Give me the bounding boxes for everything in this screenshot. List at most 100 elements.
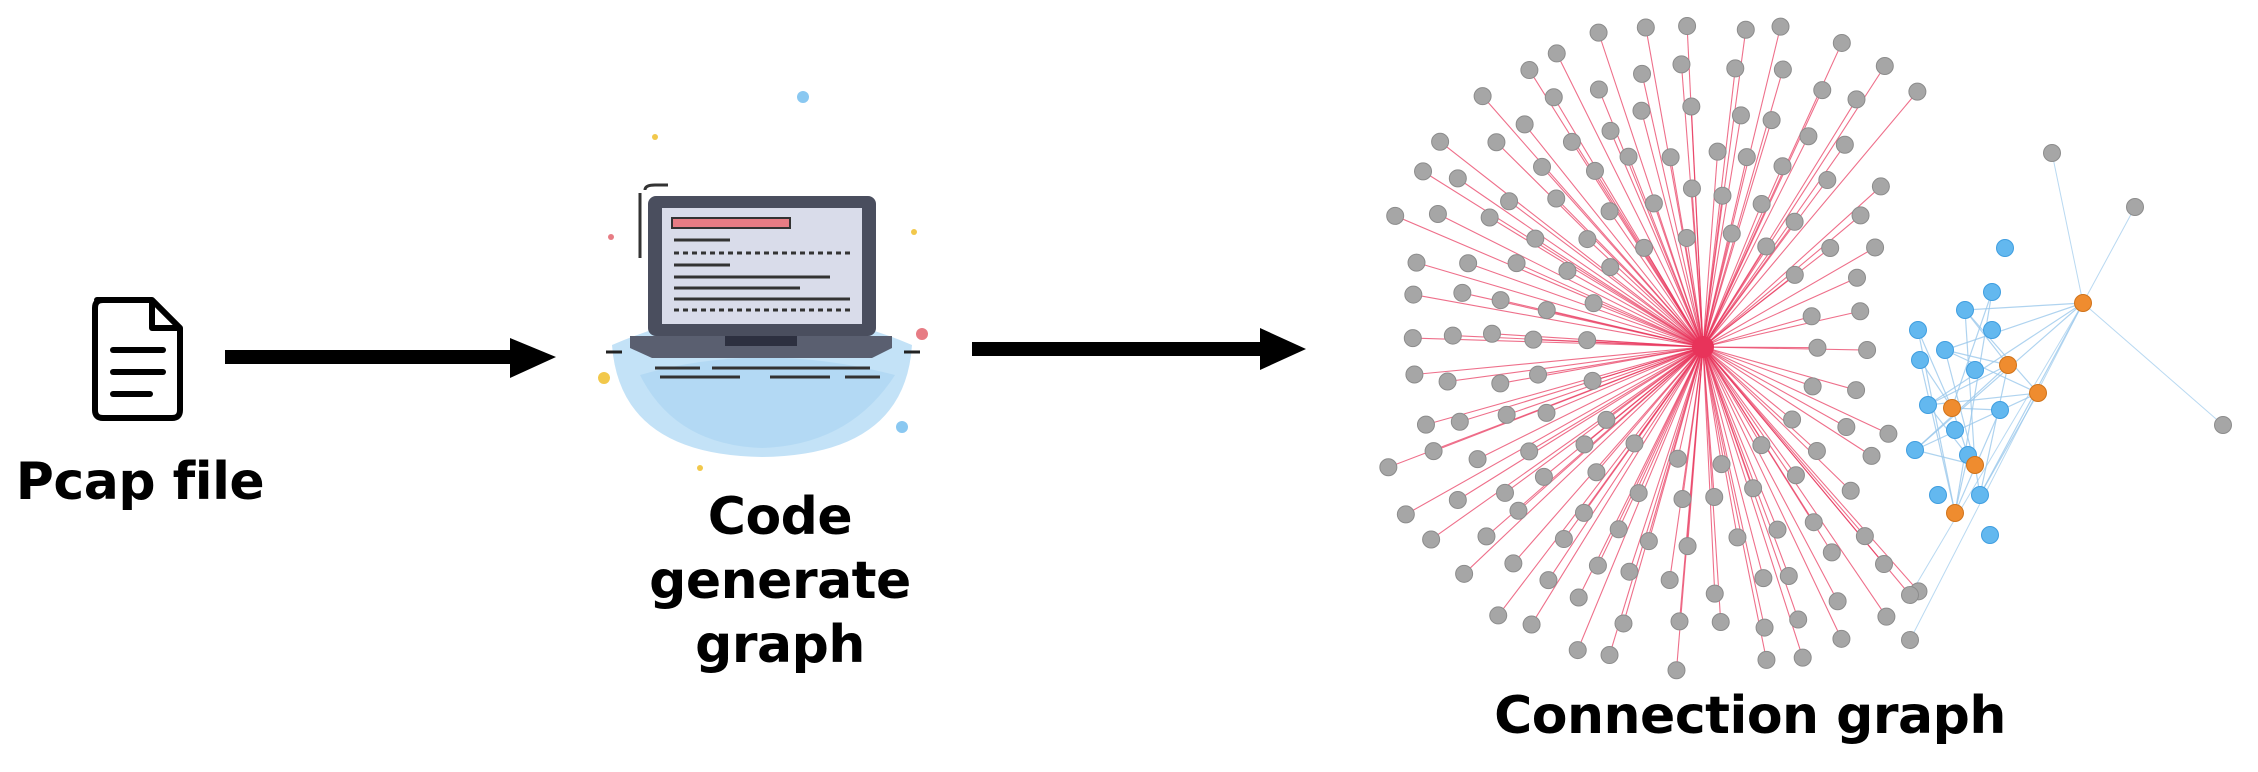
hub-edge — [1643, 247, 1704, 348]
hub-edge — [1702, 346, 1889, 435]
secondary-edge — [2051, 152, 2084, 304]
host-node — [1520, 442, 1539, 461]
graph-nodes — [1379, 17, 2232, 680]
host-node — [1450, 412, 1469, 431]
host-node — [1799, 127, 1818, 146]
host-node — [1632, 101, 1651, 120]
hub-node — [1692, 336, 1714, 358]
hub-edge — [1556, 53, 1704, 348]
host-node — [1877, 607, 1896, 626]
hub-edge — [1405, 346, 1704, 515]
hub-edge — [1702, 203, 1763, 348]
host-node — [1783, 410, 1802, 429]
secondary-edge — [1979, 364, 2009, 496]
host-node — [1785, 212, 1804, 231]
arrow-2 — [972, 328, 1306, 370]
hub-edge — [1641, 73, 1704, 348]
host-node — [1453, 283, 1472, 302]
host-node — [1473, 87, 1492, 106]
host-node — [1468, 450, 1487, 469]
hub-edge — [1595, 346, 1704, 473]
blue-node — [1929, 486, 1947, 504]
hub-edge — [1439, 141, 1704, 348]
hub-edge — [1702, 346, 1872, 457]
secondary-edge — [2082, 206, 2136, 304]
host-node — [1828, 592, 1847, 611]
blue-node — [1956, 301, 1974, 319]
hub-edge — [1702, 346, 1767, 661]
host-node — [1497, 405, 1516, 424]
hub-edge — [1702, 346, 1818, 452]
host-node — [1789, 610, 1808, 629]
hub-edge — [1547, 346, 1704, 581]
host-node — [1544, 88, 1563, 107]
host-node — [1661, 148, 1680, 167]
host-node — [1660, 571, 1679, 590]
pcap-file-label: Pcap file — [15, 452, 265, 512]
secondary-edge — [1944, 302, 2084, 351]
host-node — [1832, 629, 1851, 648]
host-node — [1837, 418, 1856, 437]
host-node — [1500, 192, 1519, 211]
secondary-edge — [1909, 302, 2084, 596]
host-node — [1636, 18, 1655, 37]
host-node — [1520, 61, 1539, 80]
host-node — [1847, 90, 1866, 109]
host-node — [1851, 302, 1870, 321]
document-icon — [92, 297, 183, 421]
host-node — [1522, 615, 1541, 634]
host-node — [1682, 179, 1701, 198]
hub-edge — [1702, 214, 1861, 348]
host-node — [1793, 648, 1812, 667]
host-node — [1768, 520, 1787, 539]
hub-edge — [1702, 246, 1767, 348]
hub-edge — [1702, 346, 1739, 538]
secondary-edge — [1914, 364, 2009, 451]
host-node — [1848, 268, 1867, 287]
host-node — [1678, 17, 1697, 36]
host-node — [2043, 144, 2061, 162]
host-node — [1482, 324, 1501, 343]
host-node — [1589, 80, 1608, 99]
host-node — [1404, 285, 1423, 304]
host-node — [1639, 532, 1658, 551]
host-node — [1677, 228, 1696, 247]
hub-edge — [1512, 346, 1704, 564]
host-node — [2126, 198, 2144, 216]
host-node — [1403, 329, 1422, 348]
secondary-edge — [1964, 302, 2084, 311]
hub-edge — [1702, 310, 1861, 348]
hub-edge — [1702, 346, 1766, 628]
hub-edge — [1702, 346, 1813, 387]
host-node — [1855, 527, 1874, 546]
hub-edge — [1702, 315, 1812, 348]
hub-edge — [1457, 346, 1704, 501]
host-node — [1908, 82, 1927, 101]
host-node — [1821, 238, 1840, 257]
hub-edge — [1702, 346, 1762, 446]
hub-edge — [1430, 346, 1704, 540]
host-node — [1786, 466, 1805, 485]
secondary-edge — [1917, 329, 1953, 409]
host-node — [1705, 488, 1724, 507]
host-node — [1737, 148, 1756, 167]
hub-edge — [1653, 203, 1704, 348]
blue-node — [1966, 361, 1984, 379]
hub-edge — [1416, 262, 1704, 348]
host-node — [1757, 237, 1776, 256]
host-node — [1629, 484, 1648, 503]
blue-node — [1906, 441, 1924, 459]
hub-edge — [1433, 346, 1704, 452]
hub-edge — [1702, 346, 1842, 640]
hub-edge — [1702, 346, 1716, 594]
hub-edge — [1702, 346, 1779, 530]
host-node — [1448, 169, 1467, 188]
host-node — [1539, 571, 1558, 590]
hub-edge — [1609, 210, 1704, 348]
host-node — [1491, 291, 1510, 310]
host-node — [1507, 254, 1526, 273]
host-node — [1526, 229, 1545, 248]
host-node — [1712, 455, 1731, 474]
hub-edge — [1702, 346, 1754, 489]
host-node — [1554, 530, 1573, 549]
